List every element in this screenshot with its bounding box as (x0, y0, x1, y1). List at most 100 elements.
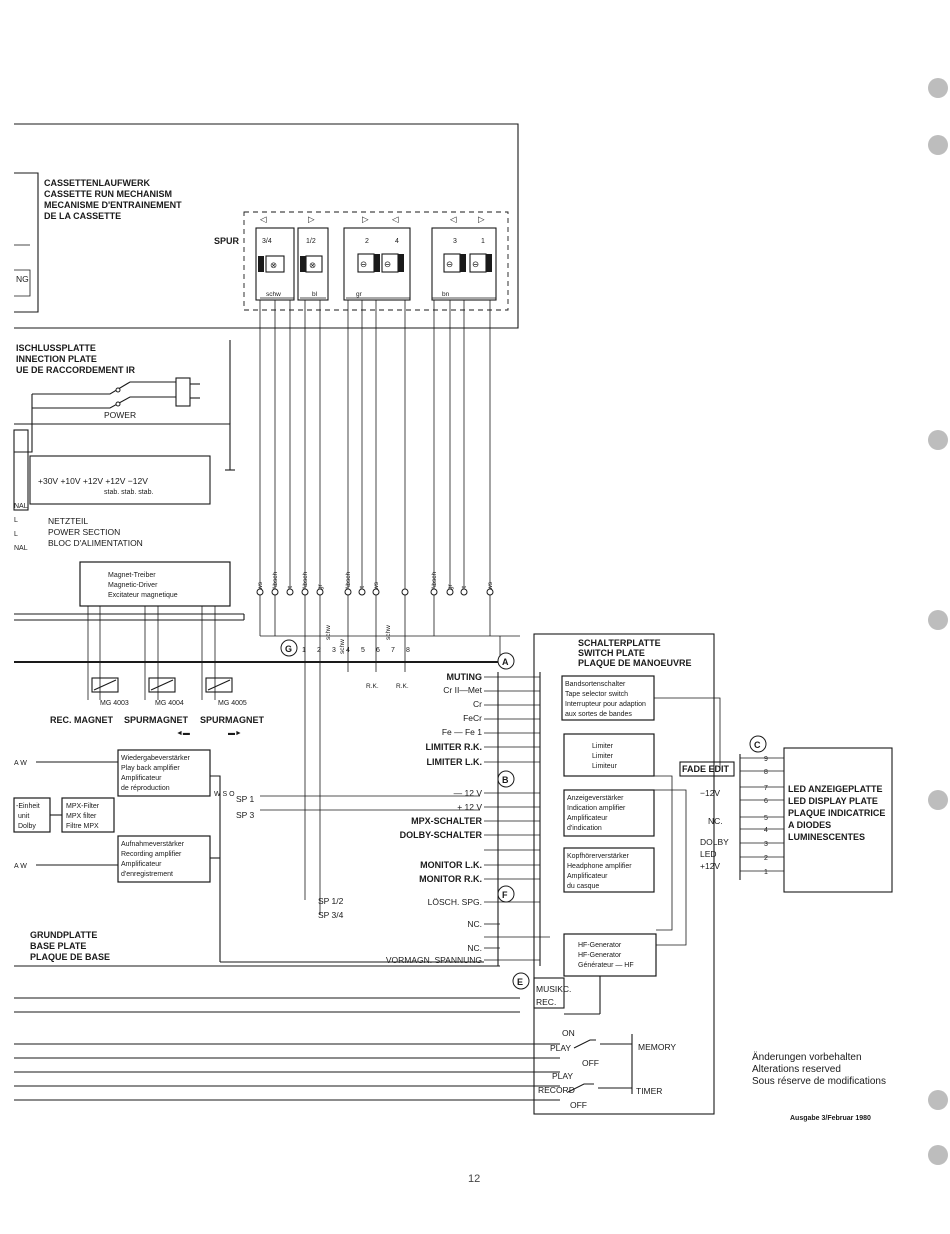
svg-text:Cr: Cr (473, 699, 482, 709)
svg-text:Indication amplifier: Indication amplifier (567, 805, 626, 812)
svg-text:PLAQUE DE BASE: PLAQUE DE BASE (30, 952, 110, 962)
svg-text:PLAQUE INDICATRICE: PLAQUE INDICATRICE (788, 808, 885, 818)
svg-text:3: 3 (764, 841, 768, 848)
vertical-wire-labels: ws Absch rt Absch gr Absch rt ws Absch g… (257, 572, 494, 591)
edge-label: L (14, 517, 18, 524)
svg-text:de réproduction: de réproduction (121, 785, 170, 792)
switch-plate: SCHALTERPLATTE SWITCH PLATE PLAQUE DE MA… (533, 633, 721, 1115)
tape-head-icon: ⊖ ⊖ (443, 253, 492, 273)
svg-text:1: 1 (764, 869, 768, 876)
connector-a: A (502, 657, 509, 667)
svg-text:LIMITER L.K.: LIMITER L.K. (427, 757, 483, 767)
g-connector: G 1 2 3 4 5 6 7 8 R.K. R.K. (14, 636, 501, 915)
svg-text:+12V: +12V (700, 861, 720, 871)
connector-e: E (517, 977, 523, 987)
svg-text:Magnet-Treiber: Magnet-Treiber (108, 572, 156, 579)
svg-text:du casque: du casque (567, 883, 599, 890)
cassette-title-de: CASSETTENLAUFWERK (44, 178, 150, 188)
direction-arrow-icon: ▷ (308, 214, 315, 224)
connection-title-3: UE DE RACCORDEMENT IR (16, 365, 136, 375)
wso-label: W S O (214, 791, 235, 798)
svg-text:PLAY: PLAY (550, 1043, 571, 1053)
svg-text:⊗: ⊗ (270, 260, 277, 270)
erase-head-icon: ⊗ (300, 255, 323, 273)
arrow-left-icon: ◄▬ (176, 730, 190, 737)
svg-text:HF-Generator: HF-Generator (578, 942, 622, 949)
rk-label: R.K. (366, 683, 379, 690)
svg-text:OFF: OFF (582, 1058, 599, 1068)
power-section-title-en: POWER SECTION (48, 527, 120, 537)
track-label-34: 3/4 (262, 238, 272, 245)
svg-text:Alterations reserved: Alterations reserved (752, 1064, 841, 1075)
svg-text:Bandsortenschalter: Bandsortenschalter (565, 681, 626, 688)
svg-text:8: 8 (406, 647, 410, 654)
svg-text:HF-Generator: HF-Generator (578, 952, 622, 959)
svg-text:-Einheit: -Einheit (16, 803, 40, 810)
svg-text:2: 2 (764, 855, 768, 862)
svg-text:4: 4 (346, 647, 350, 654)
svg-text:−12V: −12V (700, 788, 720, 798)
connection-plate: ISCHLUSSPLATTE INNECTION PLATE UE DE RAC… (14, 340, 235, 471)
svg-text:⊖: ⊖ (360, 259, 367, 269)
spur-magnet-label: SPURMAGNET (124, 715, 189, 725)
svg-text:Cr II—Met: Cr II—Met (443, 685, 482, 695)
svg-text:— 12 V: — 12 V (454, 788, 483, 798)
svg-text:ws: ws (373, 581, 380, 591)
svg-text:rt: rt (287, 586, 294, 590)
svg-text:Änderungen vorbehalten: Änderungen vorbehalten (752, 1051, 862, 1063)
led-display-plate: C LED ANZEIGEPLATTE LED DISPLAY PLATE PL… (679, 735, 893, 893)
svg-text:2: 2 (317, 647, 321, 654)
svg-text:ws: ws (257, 581, 264, 591)
svg-text:NC.: NC. (467, 919, 482, 929)
svg-text:Amplificateur: Amplificateur (121, 861, 162, 868)
magnet-label-mg4003: MG 4003 (100, 700, 129, 707)
svg-text:1: 1 (302, 647, 306, 654)
svg-text:Fe — Fe 1: Fe — Fe 1 (442, 727, 482, 737)
svg-text:Générateur — HF: Générateur — HF (578, 962, 634, 969)
svg-text:OFF: OFF (570, 1100, 587, 1110)
svg-text:MONITOR L.K.: MONITOR L.K. (420, 860, 482, 870)
svg-text:PLAY: PLAY (552, 1071, 573, 1081)
binder-hole (928, 135, 948, 155)
svg-text:MONITOR R.K.: MONITOR R.K. (419, 874, 482, 884)
connector-g: G (285, 644, 292, 654)
svg-text:LED ANZEIGEPLATTE: LED ANZEIGEPLATTE (788, 784, 883, 794)
track-label-2: 2 (365, 238, 369, 245)
svg-text:A W: A W (14, 863, 27, 870)
svg-text:Play back amplifier: Play back amplifier (121, 765, 180, 772)
arrow-right-icon: ▬► (228, 730, 242, 737)
svg-text:BASE PLATE: BASE PLATE (30, 941, 86, 951)
svg-text:NC.: NC. (467, 943, 482, 953)
track-label-3: 3 (453, 238, 457, 245)
svg-text:Anzeigeverstärker: Anzeigeverstärker (567, 795, 624, 802)
tape-head-icon: ⊖ ⊖ (357, 253, 404, 273)
magnets: MG 4003 MG 4004 MG 4005 REC. MAGNET SPUR… (50, 677, 265, 737)
connector-f: F (502, 890, 508, 900)
cassette-title-fr1: MECANISME D'ENTRAINEMENT (44, 200, 182, 210)
svg-text:gr: gr (317, 583, 324, 590)
wire-label: gr (356, 291, 363, 298)
direction-arrow-icon: ▷ (478, 214, 485, 224)
svg-text:Limiter: Limiter (592, 753, 614, 760)
power-rails: +30V +10V +12V +12V −12V (38, 476, 148, 486)
svg-text:⊗: ⊗ (309, 260, 316, 270)
svg-text:A DIODES: A DIODES (788, 820, 831, 830)
cassette-title-fr2: DE LA CASSETTE (44, 211, 121, 221)
svg-text:⊖: ⊖ (446, 259, 453, 269)
erase-head-icon: ⊗ (258, 255, 285, 273)
svg-text:rt: rt (359, 586, 366, 590)
track-label-4: 4 (395, 238, 399, 245)
connector-c: C (754, 740, 761, 750)
svg-text:Ausgabe 3/Februar 1980: Ausgabe 3/Februar 1980 (790, 1115, 871, 1122)
svg-text:LED DISPLAY PLATE: LED DISPLAY PLATE (788, 796, 878, 806)
signal-connectors: A B F E MUTING Cr II—Met Cr FeCr Fe — Fe… (220, 652, 550, 990)
binder-hole (928, 430, 948, 450)
g-connector-wires: schw schw schw (260, 595, 520, 672)
svg-text:⊖: ⊖ (384, 259, 391, 269)
svg-text:DOLBY-SCHALTER: DOLBY-SCHALTER (400, 830, 483, 840)
svg-text:ws: ws (487, 581, 494, 591)
wire-label: schw (325, 625, 332, 640)
svg-text:VORMAGN. SPANNUNG: VORMAGN. SPANNUNG (386, 955, 482, 965)
binder-hole (928, 1145, 948, 1165)
